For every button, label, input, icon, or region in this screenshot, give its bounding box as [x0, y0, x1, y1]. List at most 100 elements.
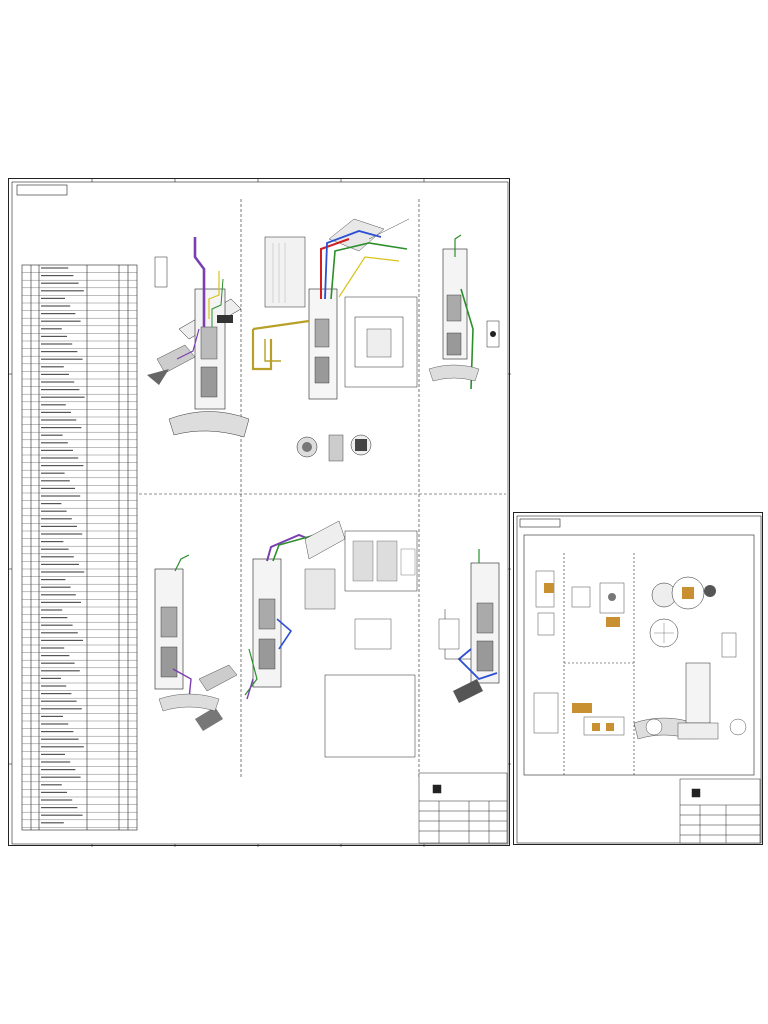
table-entry-smudge	[41, 769, 76, 771]
table-entry-smudge	[41, 746, 84, 748]
table-entry-smudge	[41, 685, 67, 687]
table-entry-smudge	[41, 677, 61, 679]
table-entry-smudge	[41, 472, 65, 474]
detail-panel-r4	[533, 692, 625, 736]
table-entry-smudge	[41, 708, 82, 710]
table-entry-smudge	[41, 700, 77, 702]
table-entry-smudge	[41, 662, 75, 664]
table-entry-smudge	[41, 480, 70, 482]
table-entry-smudge	[41, 503, 62, 505]
table-entry-smudge	[41, 723, 69, 725]
table-entry-smudge	[41, 814, 83, 816]
table-entry-smudge	[41, 761, 71, 763]
inner-border-right	[516, 515, 762, 844]
table-entry-smudge	[41, 275, 74, 277]
table-entry-smudge	[41, 579, 66, 581]
table-entry-smudge	[41, 411, 71, 413]
table-entry-smudge	[41, 510, 67, 512]
table-entry-smudge	[41, 655, 70, 657]
table-entry-smudge	[41, 320, 81, 322]
table-entry-smudge	[41, 389, 80, 391]
table-entry-smudge	[41, 313, 76, 315]
table-entry-smudge	[41, 594, 76, 596]
table-entry-smudge	[41, 715, 63, 717]
table-entry-smudge	[41, 693, 72, 695]
detail-panel-3	[428, 234, 500, 390]
table-entry-smudge	[41, 282, 79, 284]
table-entry-smudge	[41, 541, 64, 543]
table-entry-smudge	[41, 586, 71, 588]
table-entry-smudge	[41, 563, 79, 565]
table-entry-smudge	[41, 791, 67, 793]
table-entry-smudge	[41, 495, 81, 497]
table-entry-smudge	[41, 799, 73, 801]
table-entry-smudge	[41, 404, 66, 406]
table-entry-smudge	[41, 624, 73, 626]
table-entry-smudge	[41, 647, 65, 649]
revision-box-right	[519, 518, 561, 528]
drawing-sheet-left	[8, 178, 511, 847]
table-entry-smudge	[41, 639, 83, 641]
table-entry-smudge	[41, 366, 64, 368]
sheet-right-drawing	[516, 515, 762, 844]
table-entry-smudge	[41, 487, 75, 489]
table-entry-smudge	[41, 427, 82, 429]
table-entry-smudge	[41, 373, 69, 375]
detail-parts-table	[324, 674, 416, 758]
table-entry-smudge	[41, 548, 69, 550]
table-entry-smudge	[41, 297, 65, 299]
inner-border	[11, 181, 509, 845]
table-entry-smudge	[41, 822, 64, 824]
table-entry-smudge	[41, 632, 78, 634]
table-entry-smudge	[41, 449, 73, 451]
table-entry-smudge	[41, 753, 65, 755]
table-entry-smudge	[41, 731, 74, 733]
table-entry-smudge	[41, 784, 62, 786]
table-entry-smudge	[41, 351, 78, 353]
detail-panel-1	[147, 237, 250, 438]
table-entry-smudge	[41, 776, 81, 778]
detail-panel-r2	[571, 582, 625, 627]
title-block-right	[679, 778, 761, 844]
table-entry-smudge	[41, 465, 84, 467]
materials-table-entries	[41, 267, 85, 824]
materials-list-table	[21, 264, 138, 831]
table-entry-smudge	[41, 609, 63, 611]
table-entry-smudge	[41, 533, 83, 535]
table-entry-smudge	[41, 670, 80, 672]
table-entry-smudge	[41, 457, 79, 459]
table-entry-smudge	[41, 335, 67, 337]
table-entry-smudge	[41, 434, 63, 436]
table-entry-smudge	[41, 381, 75, 383]
table-entry-smudge	[41, 807, 78, 809]
detail-panel-6	[438, 549, 500, 703]
materials-table-rows	[22, 272, 137, 828]
table-entry-smudge	[41, 601, 81, 603]
general-notes-right	[524, 779, 674, 817]
revision-box	[16, 184, 68, 196]
detail-panel-r1	[535, 570, 555, 636]
table-entry-smudge	[41, 738, 79, 740]
table-entry-smudge	[41, 556, 74, 558]
table-entry-smudge	[41, 358, 83, 360]
table-entry-smudge	[41, 305, 71, 307]
detail-panel-r3	[633, 576, 747, 740]
table-entry-smudge	[41, 617, 68, 619]
table-entry-smudge	[41, 419, 77, 421]
detail-panel-5	[244, 520, 418, 758]
table-entry-smudge	[41, 396, 85, 398]
table-entry-smudge	[41, 525, 77, 527]
detail-panel-4	[154, 554, 238, 731]
sheet-left-drawing	[9, 179, 511, 847]
table-entry-smudge	[41, 343, 73, 345]
table-entry-smudge	[41, 518, 72, 520]
table-entry-smudge	[41, 267, 69, 269]
table-entry-smudge	[41, 328, 62, 330]
detail-panel-2	[251, 218, 418, 462]
table-entry-smudge	[41, 571, 85, 573]
table-entry-smudge	[41, 442, 68, 444]
title-block	[418, 772, 508, 844]
general-notes	[239, 773, 419, 831]
drawing-sheet-right	[513, 512, 763, 845]
detail-frame	[523, 534, 755, 776]
